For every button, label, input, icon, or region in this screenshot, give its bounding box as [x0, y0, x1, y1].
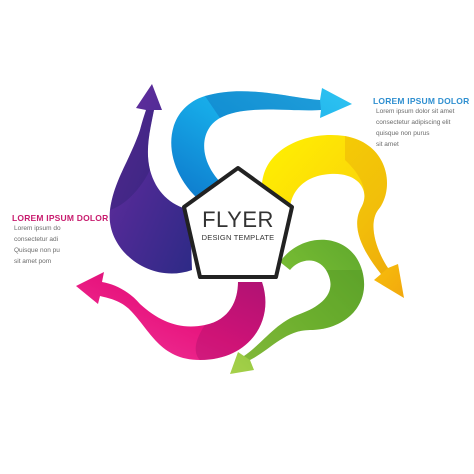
text-block-right-line: quisque non purus — [376, 130, 430, 137]
center-title: FLYER — [202, 207, 274, 232]
magenta-arrow — [76, 272, 266, 360]
text-block-left-title: LOREM IPSUM DOLOR — [12, 213, 109, 223]
center-subtitle: DESIGN TEMPLATE — [201, 233, 275, 242]
text-block-left-line: Lorem ipsum do — [14, 225, 61, 232]
text-block-right-line: consectetur adipiscing elit — [376, 119, 451, 126]
blue-arrow — [171, 88, 352, 205]
text-block-left-line: consectetur adi — [14, 236, 59, 243]
text-block-left-line: Quisque non pu — [14, 247, 60, 254]
green-arrow — [230, 239, 365, 374]
text-block-right-line: sit amet — [376, 141, 399, 148]
text-block-right-title: LOREM IPSUM DOLOR — [373, 96, 470, 106]
center-pentagon — [182, 166, 294, 279]
yellow-arrow — [262, 134, 404, 298]
text-block-left: LOREM IPSUM DOLOR Lorem ipsum do consect… — [12, 213, 108, 267]
text-block-right-line: Lorem ipsum dolor sit amet — [376, 108, 455, 115]
text-block-right: LOREM IPSUM DOLOR Lorem ipsum dolor sit … — [373, 96, 469, 150]
purple-arrow — [109, 84, 192, 274]
center-label: FLYER DESIGN TEMPLATE — [186, 207, 290, 243]
text-block-left-line: sit amet pom — [14, 258, 52, 265]
